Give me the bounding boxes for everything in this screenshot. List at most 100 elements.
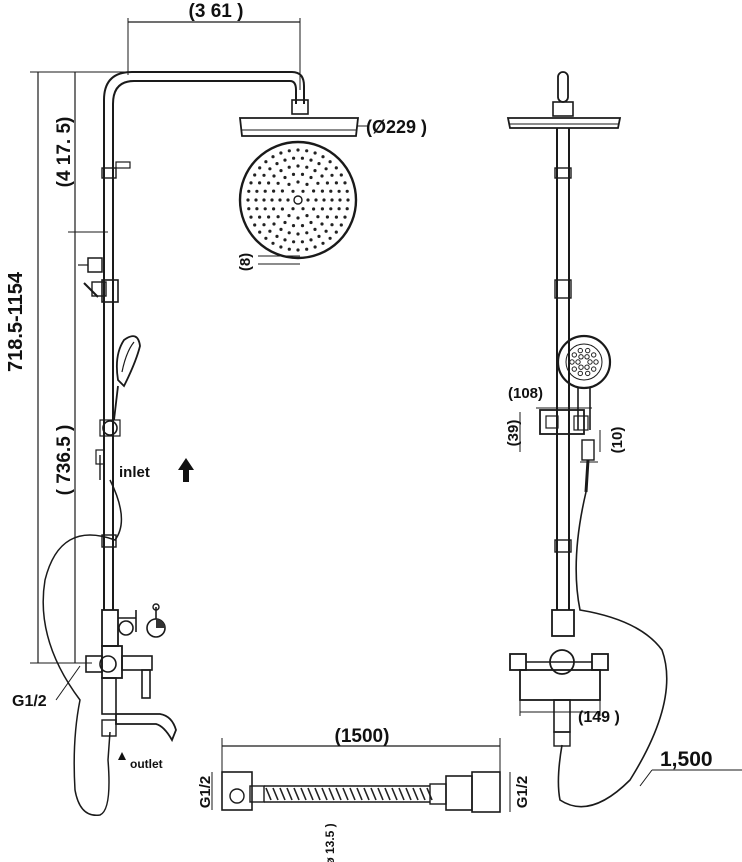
nozzle-dot	[263, 207, 267, 211]
nozzle-pattern	[246, 148, 350, 252]
nozzle-dot	[272, 189, 276, 193]
braid-strand	[300, 787, 307, 801]
nozzle-dot	[313, 227, 317, 231]
nozzle-dot	[283, 238, 287, 242]
nozzle-dot	[287, 149, 291, 153]
nozzle-dot	[262, 223, 266, 227]
hose-right-thread-label: G1/2	[514, 776, 531, 809]
nozzle-dot	[301, 207, 305, 211]
nozzle-dot	[291, 224, 296, 228]
mixer-side	[85, 603, 177, 743]
nozzle-dot	[305, 182, 309, 186]
nozzle-dot	[258, 215, 262, 219]
nozzle-dot	[287, 231, 291, 235]
nozzle-dot	[324, 229, 328, 233]
riser-pipe	[101, 71, 309, 610]
shower-head-detail: (Ø229 ) (8)	[237, 117, 427, 271]
hand-shower-nozzle	[569, 359, 575, 365]
braid-strand	[356, 787, 363, 801]
nozzle-dot	[247, 189, 251, 193]
nozzle-dot	[254, 198, 258, 202]
nozzle-dot	[334, 215, 338, 219]
nozzle-dot	[267, 215, 271, 219]
bracket-width-label: (108)	[508, 385, 543, 402]
hand-shower-nozzle	[578, 354, 584, 360]
nozzle-dot	[309, 238, 313, 242]
nozzle-dot	[329, 189, 333, 193]
hand-shower-nozzle	[575, 359, 581, 365]
nozzle-dot	[264, 160, 268, 164]
nozzle-dot	[275, 234, 279, 238]
nozzle-dot	[253, 223, 257, 227]
nozzle-dot	[271, 241, 275, 245]
nozzle-dot	[325, 215, 329, 219]
nozzle-dot	[328, 236, 332, 240]
nozzle-dot	[329, 207, 333, 211]
nozzle-dot	[271, 155, 275, 159]
nozzle-dot	[279, 151, 283, 155]
height-range-label: 718.5-1154	[5, 271, 27, 372]
inlet-arrow-icon	[178, 458, 194, 482]
nozzle-dot	[287, 165, 291, 169]
nozzle-dot	[300, 156, 304, 160]
nozzle-dot	[296, 180, 300, 184]
hand-shower-nozzle	[577, 347, 583, 354]
hand-shower-side	[95, 335, 141, 480]
hand-shower-nozzle	[571, 352, 577, 358]
nozzle-dot	[272, 222, 276, 226]
head-diameter-label: (Ø229 )	[366, 117, 427, 137]
nozzle-dot	[246, 198, 250, 202]
nozzle-dot	[305, 149, 309, 153]
outlet-label: outlet	[130, 757, 163, 771]
nozzle-dot	[305, 247, 309, 251]
outlet-arrow-icon	[118, 752, 126, 760]
inlet-thread-label: G1/2	[12, 693, 47, 710]
nozzle-dot	[279, 169, 283, 173]
nozzle-dot	[276, 181, 280, 185]
nozzle-dot	[345, 207, 349, 211]
nozzle-dot	[268, 229, 272, 233]
nozzle-dot	[270, 198, 274, 202]
nozzle-dot	[278, 198, 282, 202]
nozzle-dot	[317, 162, 321, 166]
nozzle-dot	[296, 248, 300, 252]
nozzle-dot	[267, 181, 271, 185]
wall-bracket	[78, 257, 107, 298]
nozzle-dot	[337, 207, 341, 211]
braid-strand	[412, 787, 419, 801]
hand-shower-nozzle	[578, 364, 584, 370]
braid-strand	[419, 787, 426, 801]
nozzle-dot	[312, 207, 316, 211]
side-view: (3 61 ) (4 17. 5) 718.5-1154 ( 736.5 )	[5, 1, 309, 817]
braid-strand	[314, 787, 321, 801]
hand-shower-nozzle	[577, 370, 583, 377]
nozzle-dot	[279, 245, 283, 249]
nozzle-dot	[264, 236, 268, 240]
nozzle-dot	[291, 207, 295, 211]
nozzle-dot	[317, 234, 321, 238]
braid-strand	[328, 787, 335, 801]
nozzle-dot	[321, 241, 325, 245]
nozzle-dot	[292, 240, 296, 244]
nozzle-dot	[296, 232, 300, 236]
nozzle-dot	[330, 173, 334, 177]
hose-diameter-label: (ø 13.5 )	[323, 823, 337, 862]
nozzle-dot	[339, 173, 343, 177]
nozzle-dot	[334, 230, 338, 234]
nozzle-dot	[283, 158, 287, 162]
nozzle-dot	[320, 174, 324, 178]
nozzle-dot	[313, 151, 317, 155]
hand-shower-nozzle	[571, 366, 577, 372]
hose-left-thread-label: G1/2	[197, 776, 214, 809]
nozzle-dot	[316, 215, 320, 219]
hand-shower-nozzle	[584, 364, 590, 370]
nozzle-dot	[321, 155, 325, 159]
head-thickness-label: (8)	[237, 253, 254, 271]
nozzle-dot	[334, 181, 338, 185]
nozzle-dot	[291, 172, 296, 176]
nozzle-dot	[334, 166, 338, 170]
hand-shower-nozzle	[585, 370, 591, 377]
braided-hose	[265, 787, 433, 801]
hand-shower-nozzle	[591, 366, 597, 372]
